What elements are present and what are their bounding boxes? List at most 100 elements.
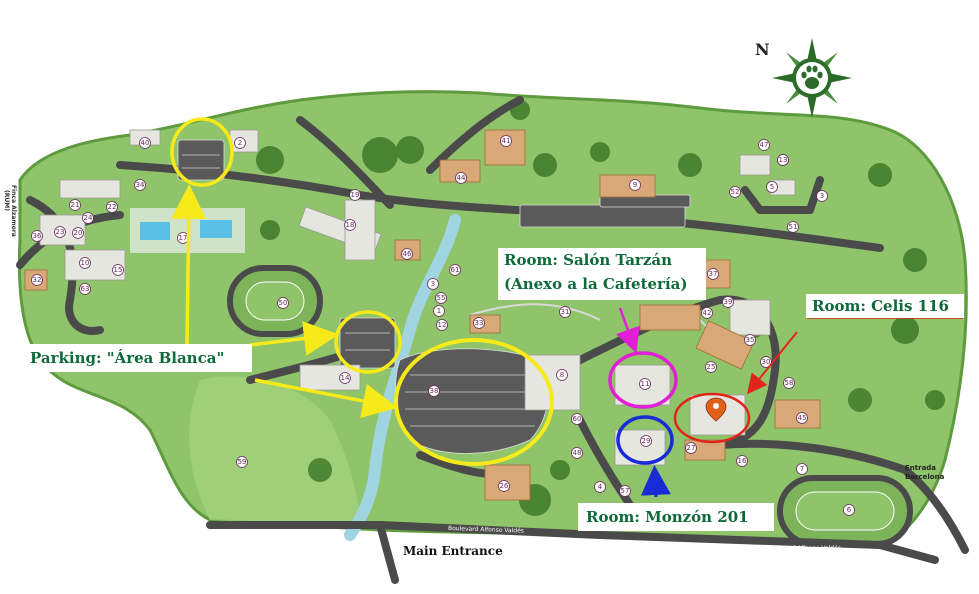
building-number: 39 — [724, 298, 733, 306]
parking-callout-text: Parking: "Área Blanca" — [30, 349, 225, 367]
building-marker — [449, 264, 461, 276]
tarzan-highlight — [608, 351, 678, 409]
building-marker — [843, 504, 855, 516]
building-number: 16 — [738, 457, 747, 465]
building-number: 45 — [798, 414, 807, 422]
building-number: 38 — [430, 387, 439, 395]
building-number: 3 — [431, 280, 435, 288]
monzon-arrow — [640, 465, 671, 498]
building-number: 13 — [779, 156, 788, 164]
building-marker — [236, 456, 248, 468]
compass-rose-icon — [772, 38, 852, 118]
running-track-west — [227, 265, 323, 337]
building-marker — [234, 137, 246, 149]
tarzan-arrow — [616, 307, 640, 354]
location-pin-icon — [705, 397, 727, 422]
building-marker — [82, 212, 94, 224]
entrada-barcelona-1: Entrada — [905, 464, 936, 472]
building-marker — [106, 201, 118, 213]
boulevard-label-1: Boulevard Alfonso Valdés — [448, 525, 524, 535]
building-number: 8 — [560, 371, 564, 379]
building-number: 11 — [641, 380, 650, 388]
building-number: 27 — [687, 444, 696, 452]
parking-callout: Parking: "Área Blanca" — [22, 344, 252, 372]
building-marker — [277, 297, 289, 309]
building-marker — [556, 369, 568, 381]
building-marker — [69, 199, 81, 211]
building-number: 25 — [707, 363, 716, 371]
building-number: 1 — [437, 307, 441, 315]
building-marker — [594, 481, 606, 493]
building-number: 5 — [770, 183, 774, 191]
building-number: 17 — [179, 234, 188, 242]
building-marker — [79, 257, 91, 269]
finca-label-1: Finca Alzamora — [10, 185, 17, 237]
building-number: 20 — [74, 229, 83, 237]
parking-arrow-large — [254, 378, 398, 419]
campus-grounds-south — [189, 376, 360, 528]
building-number: 40 — [141, 139, 150, 147]
building-number: 55 — [437, 294, 446, 302]
boulevard-label-2: Boulevard Alfonso Valdés — [765, 545, 841, 552]
main-entrance-label: Main Entrance — [403, 544, 503, 558]
building-marker — [31, 230, 43, 242]
tarzan-callout: Room: Salón Tarzán (Anexo a la Cafetería… — [498, 248, 706, 300]
building-marker — [344, 219, 356, 231]
building-marker — [79, 283, 91, 295]
building-number: 22 — [108, 203, 117, 211]
building-number: 47 — [760, 141, 769, 149]
building-number: 61 — [451, 266, 460, 274]
celis-callout-text: Room: Celis 116 — [812, 297, 949, 315]
building-marker — [705, 361, 717, 373]
buildings — [39, 129, 796, 466]
building-marker — [701, 307, 713, 319]
building-number: 41 — [502, 137, 511, 145]
building-number: 23 — [56, 228, 65, 236]
building-number: 30 — [762, 358, 771, 366]
building-marker — [349, 189, 361, 201]
building-marker — [72, 227, 84, 239]
monzon-callout: Room: Monzón 201 — [578, 503, 774, 531]
building-number: 60 — [573, 415, 582, 423]
building-number: 42 — [703, 309, 712, 317]
building-number: 44 — [457, 174, 466, 182]
building-number: 19 — [351, 191, 360, 199]
building-marker — [729, 186, 741, 198]
building-number: 14 — [341, 374, 350, 382]
building-marker — [707, 268, 719, 280]
building-number: 21 — [71, 201, 80, 209]
building-number: 9 — [633, 181, 637, 189]
building-number: 37 — [709, 270, 718, 278]
building-marker — [744, 334, 756, 346]
building-number: 32 — [33, 276, 42, 284]
building-marker — [436, 319, 448, 331]
building-number: 35 — [746, 336, 755, 344]
building-marker — [571, 447, 583, 459]
building-marker — [134, 179, 146, 191]
building-marker — [796, 412, 808, 424]
building-marker — [796, 463, 808, 475]
building-marker — [54, 226, 66, 238]
building-number: 4 — [598, 483, 603, 491]
parking-stripes — [182, 154, 545, 427]
building-number: 59 — [238, 458, 247, 466]
building-number: 12 — [438, 321, 447, 329]
building-number: 52 — [731, 188, 740, 196]
building-number: 34 — [136, 181, 145, 189]
building-marker — [760, 356, 772, 368]
monzon-callout-text: Room: Monzón 201 — [586, 508, 749, 526]
building-marker — [31, 274, 43, 286]
building-number: 3 — [820, 192, 824, 200]
building-marker — [500, 135, 512, 147]
building-number: 26 — [500, 482, 509, 490]
building-marker — [766, 181, 778, 193]
monzon-highlight — [616, 415, 674, 465]
building-number: 33 — [475, 319, 484, 327]
building-number: 6 — [847, 506, 852, 514]
building-marker — [629, 179, 641, 191]
building-marker — [559, 306, 571, 318]
building-number: 46 — [403, 250, 412, 258]
building-marker — [139, 137, 151, 149]
compass-north-letter: N — [755, 40, 770, 59]
building-marker — [112, 264, 124, 276]
